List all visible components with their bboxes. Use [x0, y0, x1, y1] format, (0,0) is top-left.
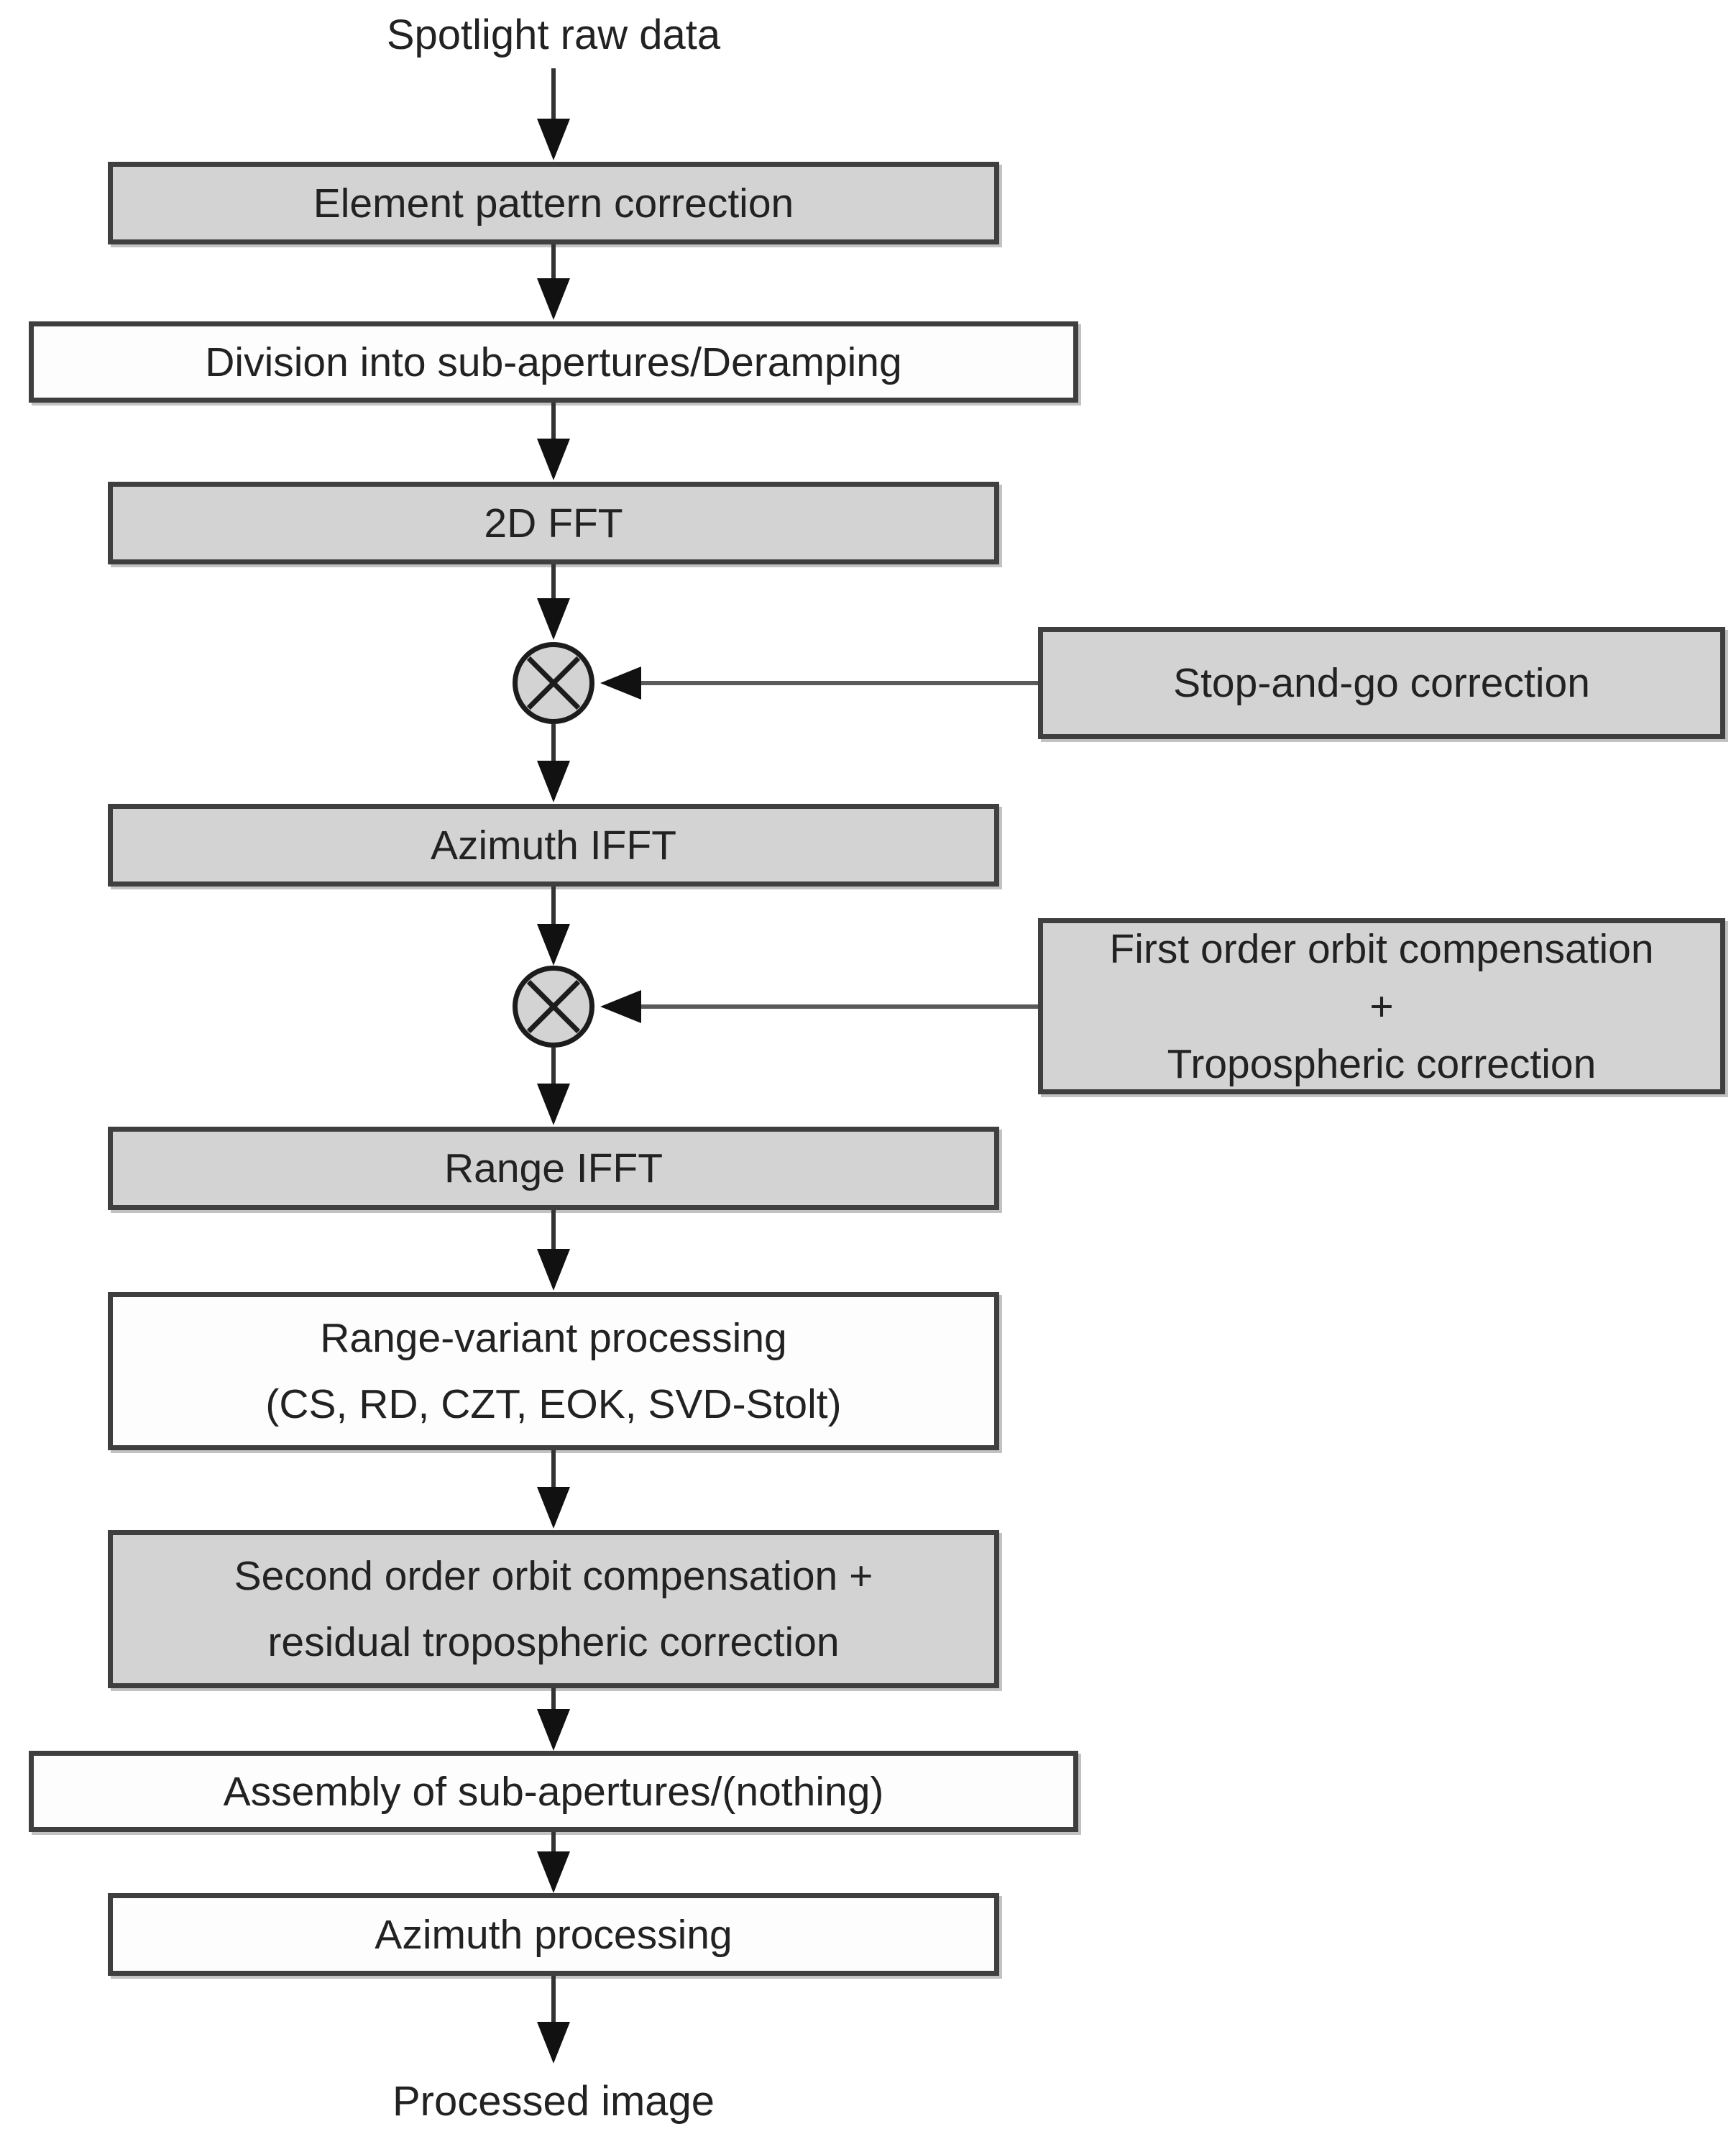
node-element-pattern-correction: Element pattern correction: [108, 162, 999, 244]
side-input-line: [641, 681, 1038, 685]
side-input-line: [641, 1004, 1038, 1009]
flow-line: [551, 1048, 556, 1084]
node-label: Division into sub-apertures/Deramping: [205, 339, 902, 385]
flow-line: [551, 1450, 556, 1487]
arrow-down-icon: [537, 439, 570, 480]
node-label-line1: First order orbit compensation: [1109, 925, 1654, 972]
node-range-ifft: Range IFFT: [108, 1127, 999, 1210]
node-label-line1: Range-variant processing: [320, 1315, 787, 1361]
flow-line: [551, 1832, 556, 1851]
node-division-subapertures: Division into sub-apertures/Deramping: [29, 321, 1078, 403]
node-label: Range IFFT: [444, 1145, 663, 1191]
arrow-down-icon: [537, 761, 570, 802]
multiply-circle-icon: [513, 642, 594, 724]
node-stop-and-go-correction: Stop-and-go correction: [1038, 627, 1725, 739]
flow-line: [551, 724, 556, 761]
arrow-down-icon: [537, 119, 570, 160]
node-assembly-subapertures: Assembly of sub-apertures/(nothing): [29, 1751, 1078, 1832]
arrow-down-icon: [537, 924, 570, 966]
flow-line: [551, 1688, 556, 1709]
arrow-down-icon: [537, 1084, 570, 1125]
arrow-down-icon: [537, 1709, 570, 1751]
node-label: Stop-and-go correction: [1173, 660, 1590, 706]
node-azimuth-ifft: Azimuth IFFT: [108, 804, 999, 887]
node-label-line3: Tropospheric correction: [1167, 1040, 1597, 1087]
node-label-line2: +: [1369, 983, 1394, 1030]
node-range-variant-processing: Range-variant processing (CS, RD, CZT, E…: [108, 1292, 999, 1450]
arrow-down-icon: [537, 1851, 570, 1893]
node-label-line2: residual tropospheric correction: [267, 1619, 840, 1665]
node-2d-fft: 2D FFT: [108, 482, 999, 564]
node-label: Azimuth processing: [375, 1911, 732, 1958]
arrow-down-icon: [537, 278, 570, 320]
node-label: Azimuth IFFT: [430, 822, 677, 869]
flow-line: [551, 887, 556, 924]
flow-line: [551, 564, 556, 598]
node-azimuth-processing: Azimuth processing: [108, 1893, 999, 1976]
flow-line: [551, 1210, 556, 1249]
flow-line: [551, 68, 556, 119]
arrow-left-icon: [600, 667, 641, 700]
arrow-down-icon: [537, 598, 570, 640]
node-label-line2: (CS, RD, CZT, EOK, SVD-Stolt): [265, 1381, 842, 1427]
arrow-down-icon: [537, 2022, 570, 2064]
node-label: Element pattern correction: [313, 180, 794, 226]
arrow-left-icon: [600, 990, 641, 1023]
arrow-down-icon: [537, 1487, 570, 1529]
sink-label: Processed image: [392, 2078, 715, 2125]
node-label: 2D FFT: [484, 500, 623, 546]
arrow-down-icon: [537, 1249, 570, 1291]
node-label-line1: Second order orbit compensation +: [234, 1553, 873, 1599]
source-label: Spotlight raw data: [386, 12, 721, 58]
flow-line: [551, 1976, 556, 2022]
multiply-circle-icon: [513, 966, 594, 1048]
node-label: Assembly of sub-apertures/(nothing): [223, 1768, 884, 1815]
node-first-order-orbit-compensation: First order orbit compensation + Troposp…: [1038, 918, 1725, 1094]
flow-line: [551, 403, 556, 439]
flow-line: [551, 244, 556, 278]
node-second-order-orbit-compensation: Second order orbit compensation + residu…: [108, 1530, 999, 1688]
